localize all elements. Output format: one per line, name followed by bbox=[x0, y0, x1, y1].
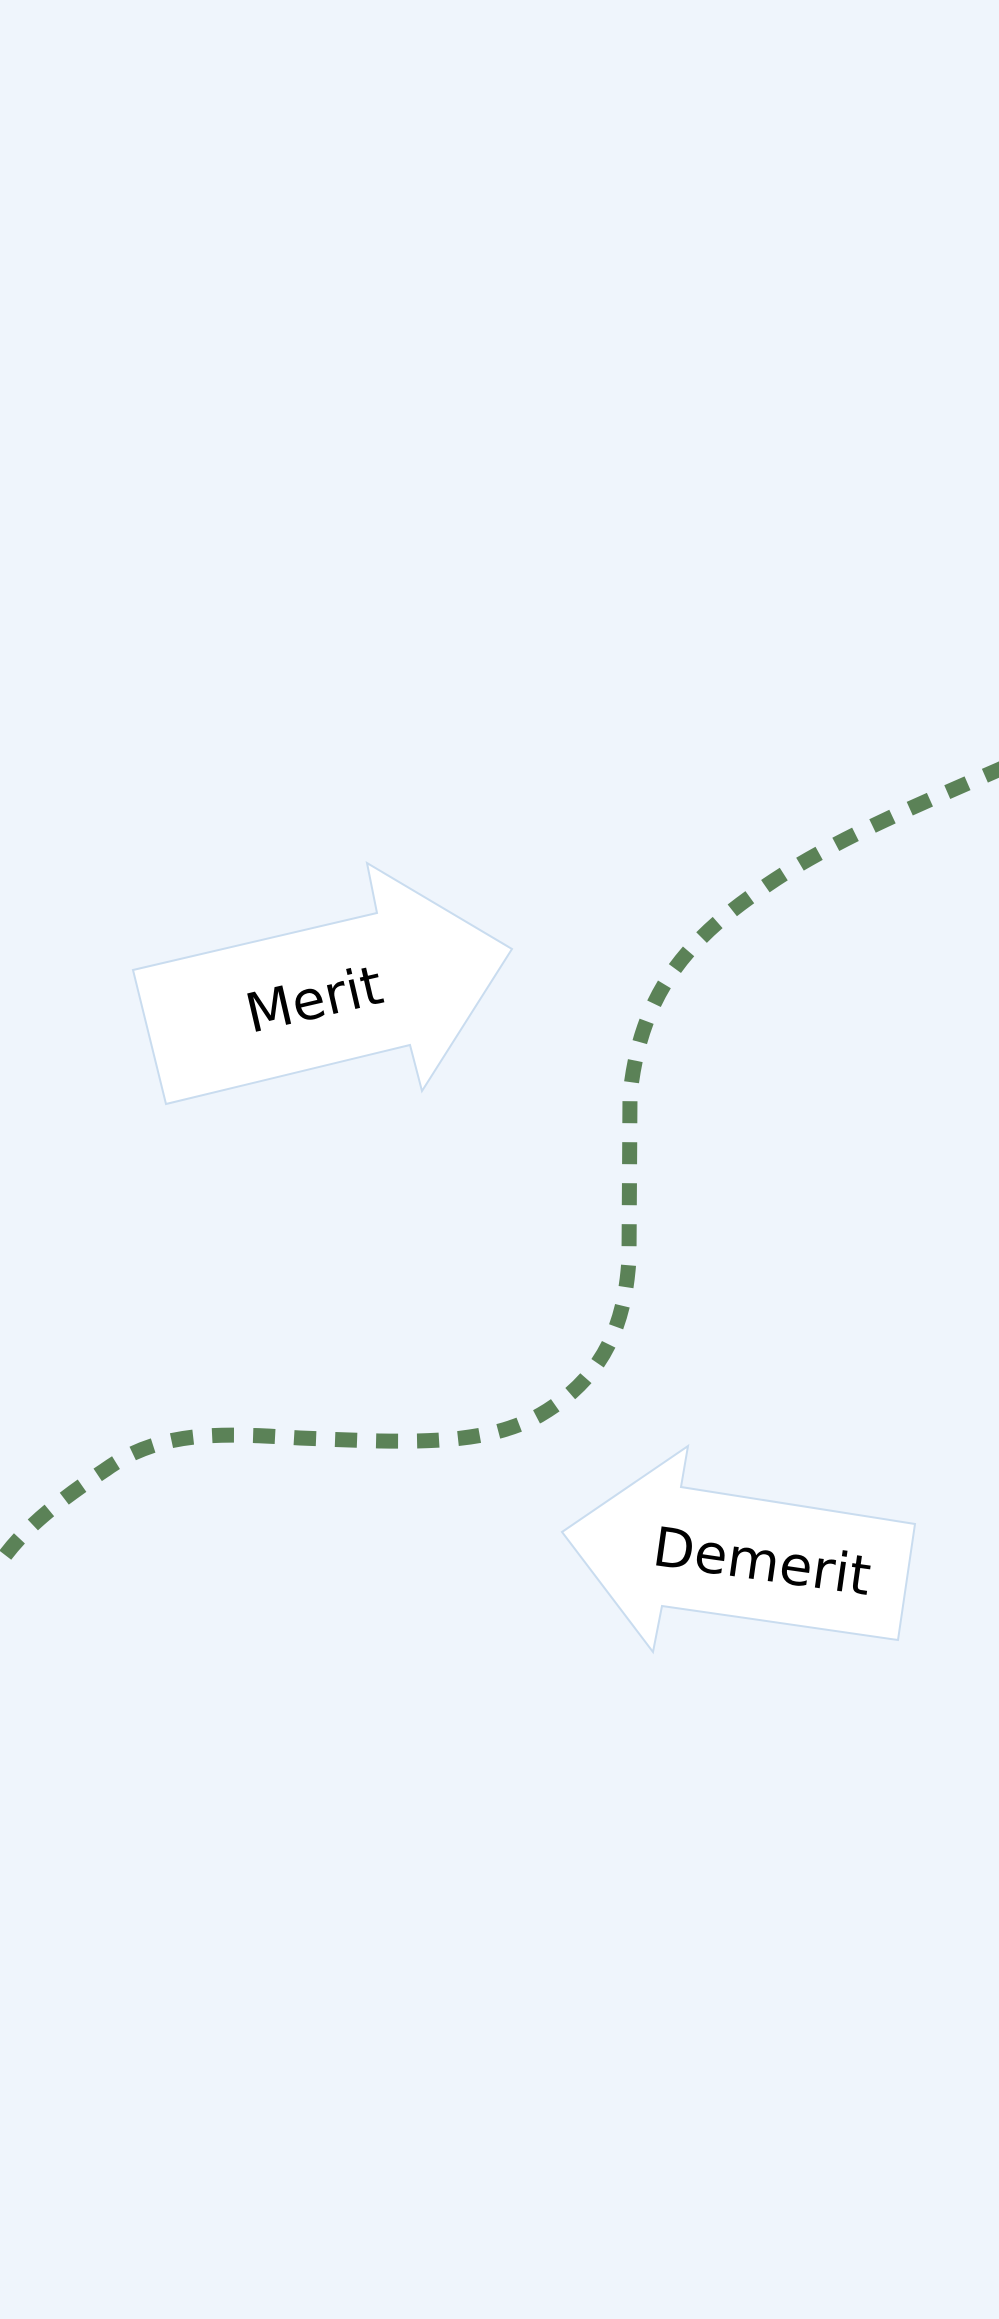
merit-arrow: Merit bbox=[131, 860, 514, 1106]
dashed-winding-path bbox=[0, 761, 999, 1575]
demerit-arrow: Demerit bbox=[560, 1443, 917, 1655]
